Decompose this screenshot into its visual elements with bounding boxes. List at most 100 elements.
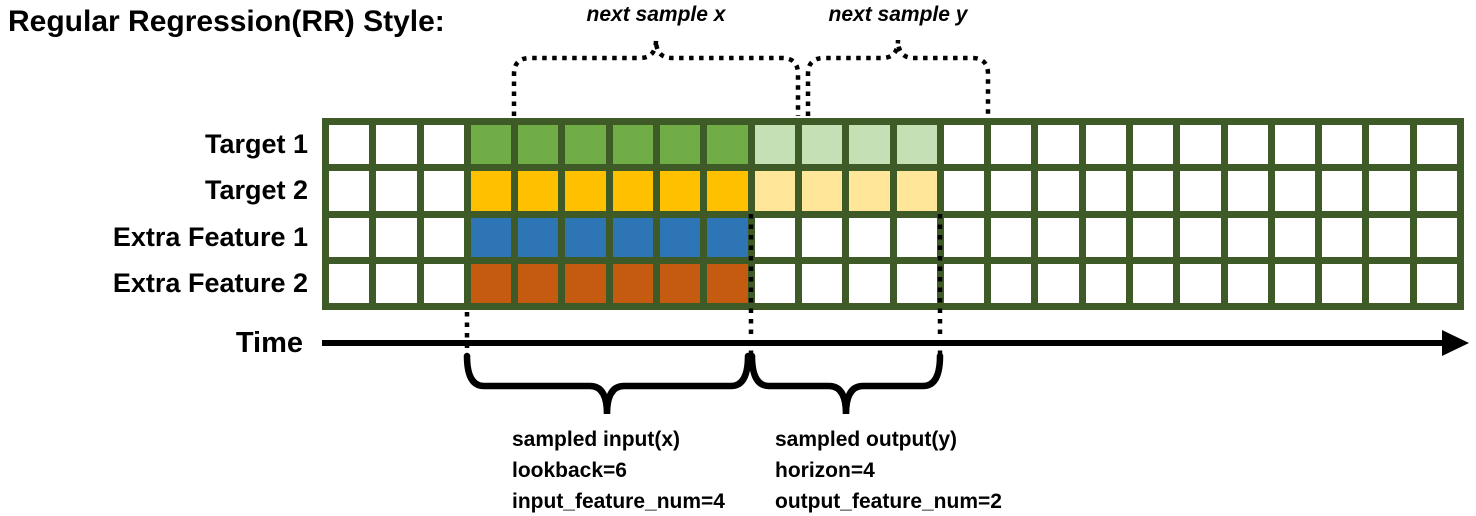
grid-cell-empty [1038,125,1079,165]
grid-cell-input [470,171,512,211]
grid-cell-empty [1085,125,1126,165]
input-feature-num-value: input_feature_num=4 [512,490,725,513]
grid-cell-empty [1132,263,1174,303]
sampled-input-annotation: sampled input(x) lookback=6 input_featur… [512,424,725,516]
grid-cell-empty [1274,263,1316,303]
grid-cell-empty [1369,125,1410,165]
grid-cell-input [612,217,654,257]
grid-cell-empty [1227,171,1268,211]
grid-cell-empty [1180,125,1221,165]
grid-cell-empty [1416,263,1457,303]
grid-cell-empty [1416,171,1457,211]
grid-cell-empty [1416,217,1457,257]
grid-cell-empty [329,263,370,303]
grid-cell-empty [1132,125,1174,165]
sampled-input-brace [463,352,752,415]
grid-cell-empty [1274,125,1316,165]
row-label-extra-feature-2: Extra Feature 2 [112,267,308,298]
grid-cell-empty [943,217,985,257]
lookback-value: lookback=6 [512,459,627,482]
grid-cell-empty [991,217,1032,257]
grid-cell-empty [754,217,795,257]
grid-cell-empty [943,171,985,211]
grid-cell-input [612,263,654,303]
grid-cell-input [707,263,748,303]
row-label-extra-feature-1: Extra Feature 1 [112,221,308,252]
grid-cell-empty [1227,263,1268,303]
grid-cell-empty [329,171,370,211]
grid-cell-empty [376,171,417,211]
grid-cell-output [849,125,890,165]
grid-cell-empty [1038,263,1079,303]
time-axis-arrowhead [1442,330,1469,356]
grid-cell-input [660,125,701,165]
grid-cell-input [518,263,559,303]
grid-cell-output [754,171,795,211]
sampled-output-title: sampled output(y) [775,428,957,451]
grid-cell-empty [991,171,1032,211]
grid-cell-input [565,217,606,257]
next-sample-x-label: next sample x [586,3,726,26]
next-sample-x-brace [511,39,801,116]
grid-cell-input [470,263,512,303]
grid-cell-output [801,125,843,165]
grid-cell-empty [1322,171,1363,211]
grid-cell-input [565,263,606,303]
grid-cell-empty [1132,217,1174,257]
grid-cell-empty [943,263,985,303]
row-label-target-2: Target 2 [204,175,308,206]
grid-cell-input [518,217,559,257]
timeseries-grid [322,118,1464,310]
grid-cell-empty [376,125,417,165]
grid-cell-empty [423,125,464,165]
grid-cell-empty [896,263,937,303]
grid-cell-input [612,125,654,165]
grid-cell-empty [849,217,890,257]
grid-cell-input [707,171,748,211]
grid-cell-empty [329,125,370,165]
grid-cell-output [801,171,843,211]
grid-cell-input [707,125,748,165]
next-sample-y-label: next sample y [828,3,968,26]
sampled-output-annotation: sampled output(y) horizon=4 output_featu… [775,424,1002,516]
grid-cell-empty [1322,125,1363,165]
grid-cell-empty [1180,217,1221,257]
grid-cell-empty [423,263,464,303]
grid-cell-input [612,171,654,211]
grid-cell-input [518,171,559,211]
grid-cell-empty [754,263,795,303]
grid-cell-empty [1085,171,1126,211]
grid-cell-empty [991,263,1032,303]
grid-cell-output [896,171,937,211]
sampled-input-title: sampled input(x) [512,428,681,451]
grid-cell-empty [1369,171,1410,211]
grid-cell-empty [1180,171,1221,211]
grid-cell-output [754,125,795,165]
grid-cell-empty [423,171,464,211]
grid-cell-empty [1369,263,1410,303]
grid-cell-input [470,217,512,257]
grid-cell-empty [991,125,1032,165]
next-sample-y-brace [805,39,991,116]
grid-cell-empty [1132,171,1174,211]
grid-cell-output [849,171,890,211]
grid-cell-empty [1274,171,1316,211]
grid-cell-empty [1038,171,1079,211]
grid-cell-empty [1085,263,1126,303]
grid-cell-input [518,125,559,165]
grid-cell-empty [801,217,843,257]
grid-cell-input [565,125,606,165]
grid-cell-empty [1322,217,1363,257]
grid-cell-input [470,125,512,165]
time-axis-label: Time [235,327,303,359]
horizon-value: horizon=4 [775,459,875,482]
grid-cell-empty [1180,263,1221,303]
grid-cell-empty [1416,125,1457,165]
grid-cell-input [660,263,701,303]
grid-cell-input [707,217,748,257]
grid-cell-input [660,171,701,211]
sampled-output-brace [748,352,944,415]
grid-cell-empty [943,125,985,165]
grid-cell-empty [329,217,370,257]
figure-title: Regular Regression(RR) Style: [8,5,445,38]
